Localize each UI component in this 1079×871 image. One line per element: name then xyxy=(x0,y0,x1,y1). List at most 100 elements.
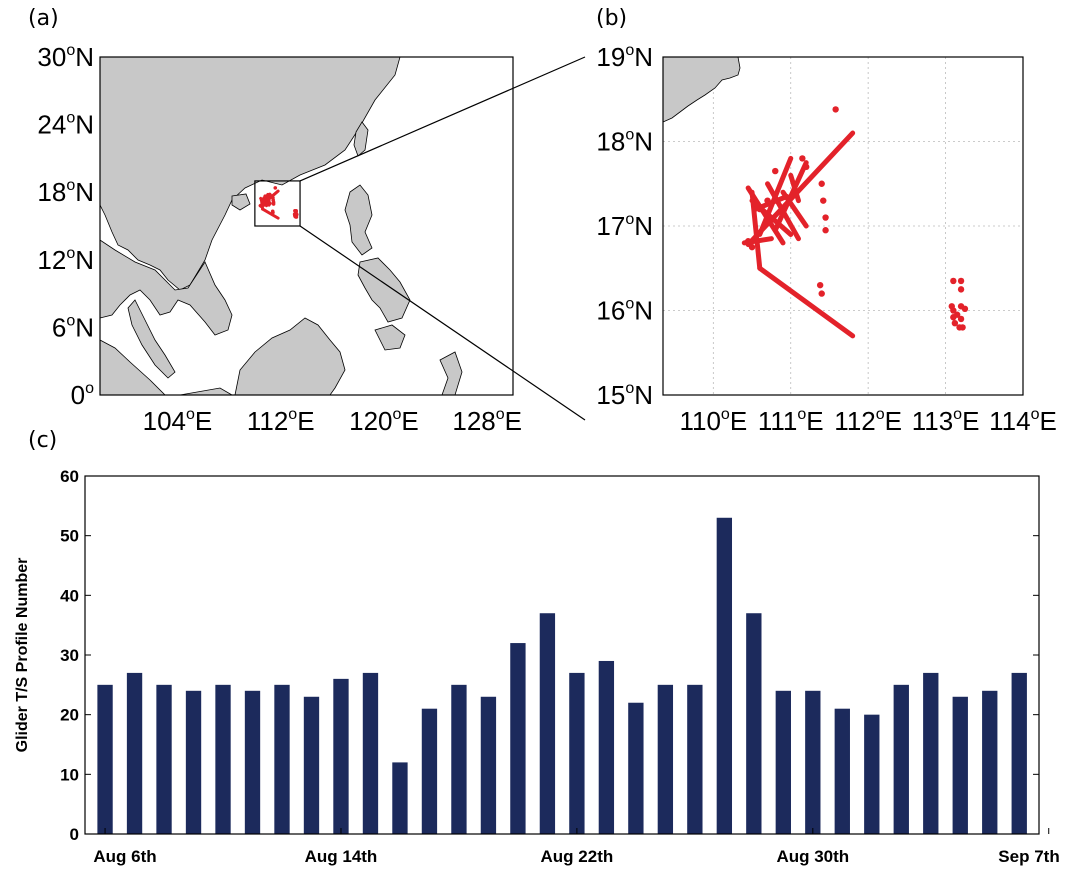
y-tick-label: 30 xyxy=(60,646,79,665)
track-point xyxy=(822,214,829,221)
y-axis-label: Glider T/S Profile Number xyxy=(14,558,31,753)
panel-a-lat-tick-deg: 6 xyxy=(52,312,66,342)
panel-b-lon-tick-degree-sign: o xyxy=(953,406,962,423)
bar xyxy=(362,672,379,834)
bar xyxy=(746,613,762,834)
x-tick-label: Aug 22th xyxy=(541,847,614,866)
panel-b-lon-tick-deg: 113 xyxy=(912,406,953,436)
panel-b-lat-tick-degree-sign: o xyxy=(625,296,634,313)
panel-b-lon-tick-deg: 110 xyxy=(679,406,720,436)
x-tick-label: Sep 7th xyxy=(998,847,1059,866)
y-tick-label: 60 xyxy=(60,467,79,486)
x-tick-label: Aug 6th xyxy=(93,847,156,866)
track-point xyxy=(772,167,779,175)
panel-a-lat-tick: 12oN xyxy=(37,245,94,275)
panel-b-lat-tick-degree-sign: o xyxy=(625,211,634,228)
y-tick-label: 50 xyxy=(60,527,79,546)
bar xyxy=(893,684,909,834)
panel-a-lat-tick-deg: 0 xyxy=(71,380,85,410)
panel-b-lon-tick-deg: 114 xyxy=(989,406,1030,436)
panel-b-lon-tick-hemi: E xyxy=(962,406,979,436)
panel-b-lat-tick-degree-sign: o xyxy=(625,42,634,59)
track-point xyxy=(799,155,806,162)
panel-a-lon-tick-deg: 120 xyxy=(349,406,392,436)
bar xyxy=(97,684,113,834)
track-point-mini xyxy=(258,203,263,208)
panel-a-lon-tick-degree-sign: o xyxy=(496,406,505,423)
track-point xyxy=(748,243,756,251)
panel-b-lat-tick: 17oN xyxy=(596,211,653,241)
panel-b-lon-tick-deg: 111 xyxy=(758,406,798,436)
panel-a-lat-tick-deg: 30 xyxy=(37,42,66,72)
panel-a-lon-tick-deg: 128 xyxy=(452,406,495,436)
panel-b-lat-tick-deg: 15 xyxy=(596,380,625,410)
bar xyxy=(126,672,143,834)
bar xyxy=(864,714,880,834)
track-point xyxy=(832,106,839,113)
track-point xyxy=(764,197,771,204)
track-point xyxy=(957,286,965,293)
bar xyxy=(569,672,585,834)
panel-b-lat-tick-deg: 18 xyxy=(596,127,625,157)
panel-a-lon-tick-deg: 104 xyxy=(143,406,186,436)
panel-b-lat-tick: 15oN xyxy=(596,380,653,410)
panel-a-label: (a) xyxy=(28,6,59,31)
panel-b-lat-tick-degree-sign: o xyxy=(625,380,634,397)
bar xyxy=(421,708,438,834)
y-tick-label: 10 xyxy=(60,765,79,784)
panel-b-lat-tick-degree-sign: o xyxy=(625,127,634,144)
x-tick-label: Aug 30th xyxy=(776,847,849,866)
panel-b-lat-tick-deg: 17 xyxy=(596,211,625,241)
panel-a-lon-tick-hemi: E xyxy=(401,406,418,436)
panel-b-lon-tick: 111oE xyxy=(758,406,824,436)
panel-b-lon-tick: 113oE xyxy=(912,406,980,436)
y-tick-label: 40 xyxy=(60,586,79,605)
panel-b-lat-tick-hemi: N xyxy=(634,211,653,241)
track-point-mini xyxy=(271,202,276,206)
panel-a-lon-tick-degree-sign: o xyxy=(288,406,297,423)
panel-a-lat-tick-hemi: N xyxy=(75,245,94,275)
bar xyxy=(333,678,349,834)
zoom-connector-bottom xyxy=(299,225,586,421)
panel-b-lon-tick-hemi: E xyxy=(806,406,823,436)
zoom-connector-top xyxy=(299,56,586,182)
bar xyxy=(303,696,320,834)
track-point xyxy=(950,314,957,321)
track-point-mini xyxy=(263,194,268,198)
panel-b-label: (b) xyxy=(596,6,627,31)
panel-b-lat-tick: 16oN xyxy=(596,296,653,326)
panel-b-lon-tick-degree-sign: o xyxy=(876,406,885,423)
panel-a-lon-tick: 104oE xyxy=(143,406,213,436)
track-segment xyxy=(765,181,801,242)
track-segment xyxy=(788,172,801,204)
track-point xyxy=(957,303,965,310)
track-point xyxy=(959,324,966,331)
panel-a-lon-tick-degree-sign: o xyxy=(393,406,402,423)
panel-a-lat-tick-deg: 12 xyxy=(37,245,66,275)
panel-b-lat-tick-hemi: N xyxy=(634,127,653,157)
track-point-mini xyxy=(273,186,278,190)
panel-a-lat-tick-degree-sign: o xyxy=(66,110,75,127)
bar xyxy=(510,643,526,834)
panel-a-lat-tick: 18oN xyxy=(37,177,94,207)
track-point xyxy=(816,281,824,289)
panel-a-lat-tick-deg: 24 xyxy=(37,110,66,140)
bar xyxy=(156,684,172,834)
panel-b-lat-tick-hemi: N xyxy=(634,296,653,326)
glider-track-overview xyxy=(258,186,299,220)
panel-a-lon-tick: 120oE xyxy=(349,406,419,436)
panel-b-lat-tick-deg: 19 xyxy=(596,42,625,72)
panel-a-lat-tick-degree-sign: o xyxy=(66,245,75,262)
y-tick-label: 0 xyxy=(70,825,79,844)
track-point-mini xyxy=(271,210,275,215)
bar xyxy=(392,762,408,834)
panel-b-lat-tick: 19oN xyxy=(596,42,653,72)
track-point xyxy=(818,180,825,187)
track-point-mini xyxy=(262,198,266,202)
panel-b-lon-tick-degree-sign: o xyxy=(721,406,730,423)
panel-b-lat-tick-deg: 16 xyxy=(596,296,625,326)
